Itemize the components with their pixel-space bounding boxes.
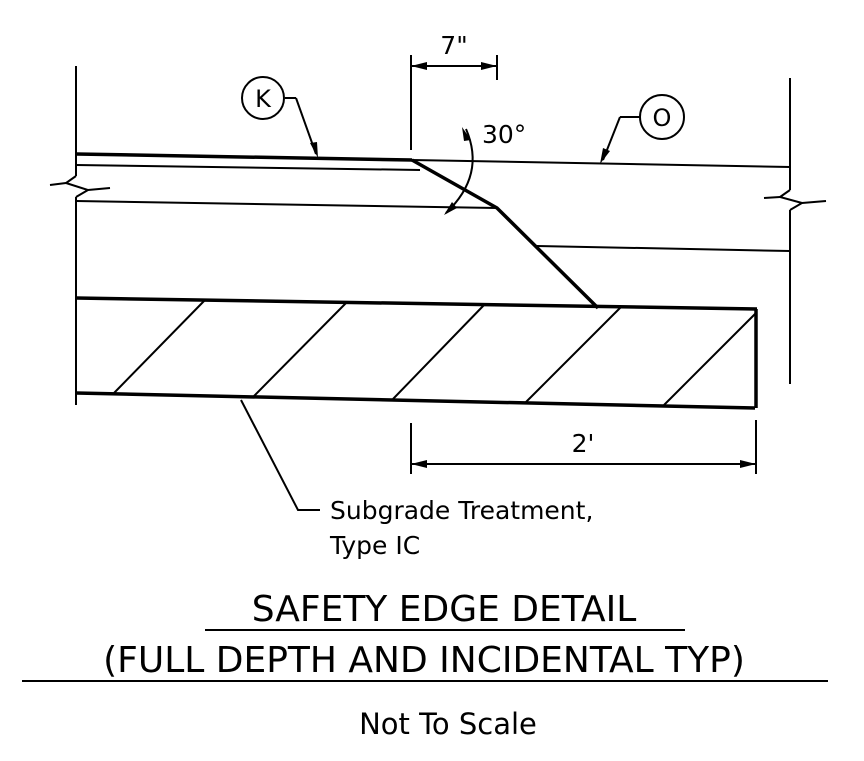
angle-arc <box>445 128 474 214</box>
top-dim-arrow-right <box>481 62 497 70</box>
top-dim-arrow-left <box>411 62 427 70</box>
bottom-dim-arrow-left <box>411 460 427 468</box>
subgrade-note-leader <box>240 399 320 511</box>
top-width-label: 7" <box>440 31 467 60</box>
callout-k-leader <box>285 97 317 155</box>
scale-note: Not To Scale <box>359 707 537 741</box>
right-break-line <box>763 78 827 384</box>
callout-o-bubble <box>639 94 685 140</box>
callout-k-letter: K <box>255 85 272 113</box>
bottom-width-dimension <box>410 420 757 474</box>
callout-k-bubble <box>241 76 285 120</box>
pavement-layers <box>75 152 791 252</box>
safety-edge-slope <box>411 158 600 310</box>
subgrade-note-line1: Subgrade Treatment, <box>330 496 593 525</box>
angle-label: 30° <box>482 120 526 149</box>
title-line1: SAFETY EDGE DETAIL <box>252 589 637 630</box>
callout-o-leader <box>602 116 640 161</box>
left-break-line <box>49 66 111 405</box>
angle-arrow-top <box>462 127 471 141</box>
subgrade-note-line2: Type IC <box>329 531 420 560</box>
title-line2: (FULL DEPTH AND INCIDENTAL TYP) <box>103 640 745 681</box>
bottom-dim-arrow-right <box>740 460 756 468</box>
subgrade-treatment-band <box>75 296 758 410</box>
callout-o-letter: O <box>653 104 672 132</box>
bottom-width-label: 2' <box>572 429 595 458</box>
callout-k-arrow <box>310 142 318 158</box>
callout-o-arrow <box>600 148 610 164</box>
angle-arrow-bottom <box>444 202 457 215</box>
